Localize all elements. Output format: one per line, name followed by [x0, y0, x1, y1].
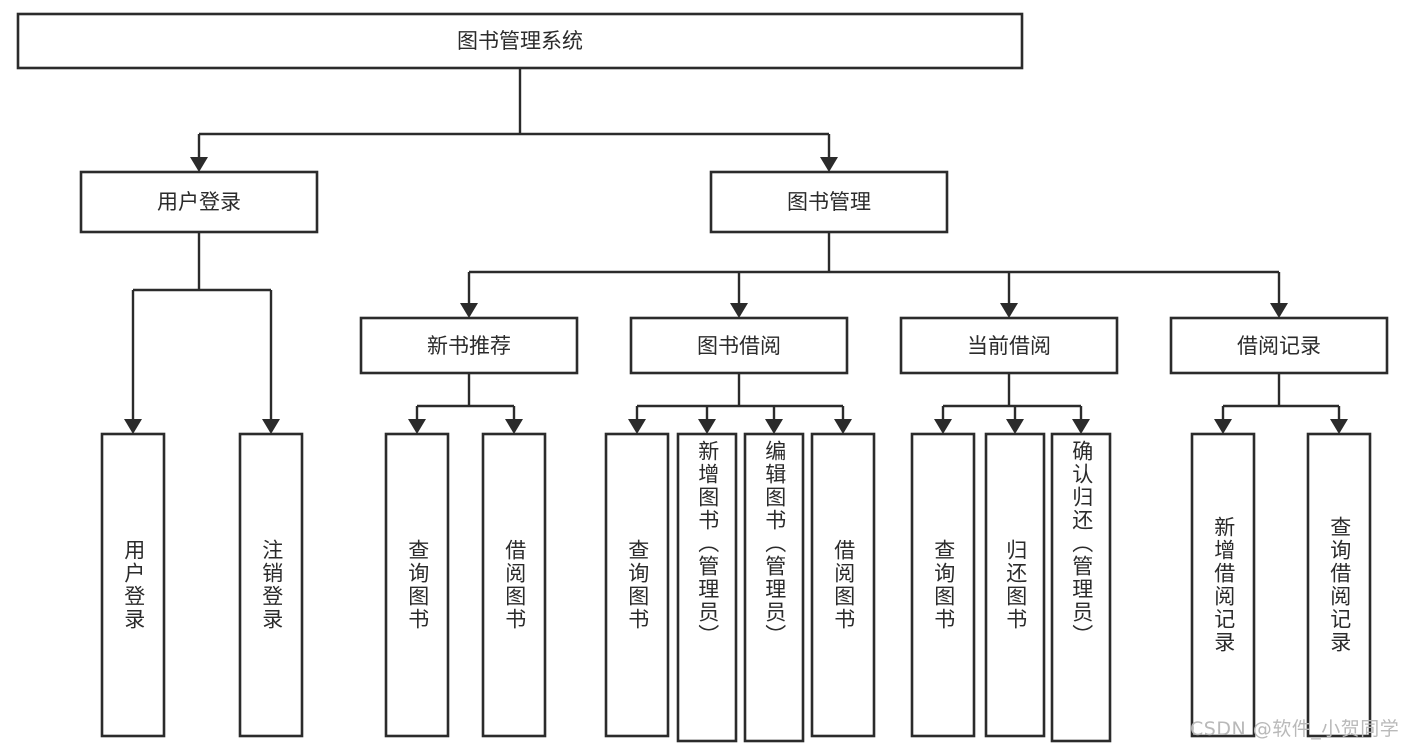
node-new-book-recommend[interactable]: 新书推荐: [359, 316, 579, 375]
arrow-head-borrow-record: [1270, 303, 1288, 318]
node-leaf-query-record-box[interactable]: [1306, 432, 1372, 738]
node-user-login-box[interactable]: [79, 170, 319, 234]
node-leaf-return-book-box[interactable]: [984, 432, 1046, 738]
node-leaf-borrow-book-2-box[interactable]: [810, 432, 876, 738]
node-leaf-logout-box[interactable]: [238, 432, 304, 738]
connector-current-borrow-trunk: [941, 373, 1083, 420]
node-borrow-record-label: 借阅记录: [1237, 334, 1321, 358]
node-book-manage[interactable]: 图书管理: [709, 170, 949, 234]
arrow-head-leaf-add-record: [1214, 419, 1232, 434]
arrow-head-leaf-edit-book: [765, 419, 783, 434]
node-new-book-recommend-label: 新书推荐: [427, 334, 511, 358]
node-leaf-query-book-2-box[interactable]: [604, 432, 670, 738]
node-leaf-add-record-box[interactable]: [1190, 432, 1256, 738]
connector-new-book-recommend-trunk: [415, 373, 516, 420]
connector-user-login-trunk: [131, 232, 273, 420]
node-book-borrow-label: 图书借阅: [697, 334, 781, 358]
connector-book-borrow-trunk: [635, 373, 845, 420]
connector-root-trunk: [197, 68, 831, 158]
node-leaf-query-book-3-box[interactable]: [910, 432, 976, 738]
arrow-head-book-borrow: [730, 303, 748, 318]
arrow-head-new-book-recommend: [460, 303, 478, 318]
arrow-head-leaf-borrow-book-2: [834, 419, 852, 434]
node-root[interactable]: 图书管理系统: [16, 12, 1024, 70]
node-leaf-confirm-return-box[interactable]: [1050, 432, 1112, 743]
node-leaf-borrow-book-1-box[interactable]: [481, 432, 547, 738]
node-leaf-user-login-box[interactable]: [100, 432, 166, 738]
node-current-borrow-box[interactable]: [899, 316, 1119, 375]
csdn-watermark: CSDN @软件_小贺同学: [1190, 718, 1400, 740]
arrow-head-leaf-logout: [262, 419, 280, 434]
arrow-head-user-login: [190, 157, 208, 172]
node-root-box[interactable]: [16, 12, 1024, 70]
arrow-head-current-borrow: [1000, 303, 1018, 318]
arrow-head-leaf-return-book: [1006, 419, 1024, 434]
arrow-head-leaf-user-login: [124, 419, 142, 434]
node-book-manage-box[interactable]: [709, 170, 949, 234]
arrow-head-leaf-query-book-2: [628, 419, 646, 434]
node-user-login[interactable]: 用户登录: [79, 170, 319, 234]
node-leaf-add-book-box[interactable]: [676, 432, 738, 743]
arrow-head-leaf-borrow-book-1: [505, 419, 523, 434]
node-new-book-recommend-box[interactable]: [359, 316, 579, 375]
node-book-borrow-box[interactable]: [629, 316, 849, 375]
node-leaf-query-book-1-box[interactable]: [384, 432, 450, 738]
node-book-borrow[interactable]: 图书借阅: [629, 316, 849, 375]
node-book-manage-label: 图书管理: [787, 190, 871, 214]
arrow-head-leaf-add-book: [698, 419, 716, 434]
node-root-label: 图书管理系统: [457, 29, 583, 53]
node-current-borrow[interactable]: 当前借阅: [899, 316, 1119, 375]
arrow-head-book-manage: [820, 157, 838, 172]
arrow-head-leaf-query-book-3: [934, 419, 952, 434]
connector-group: [124, 68, 1348, 434]
node-borrow-record[interactable]: 借阅记录: [1169, 316, 1389, 375]
node-borrow-record-box[interactable]: [1169, 316, 1389, 375]
arrow-head-leaf-query-book-1: [408, 419, 426, 434]
node-user-login-label: 用户登录: [157, 190, 241, 214]
arrow-head-leaf-confirm-return: [1072, 419, 1090, 434]
leaf-box-group: [100, 432, 1372, 743]
connector-borrow-record-trunk: [1221, 373, 1341, 420]
node-current-borrow-label: 当前借阅: [967, 334, 1051, 358]
connector-book-manage-trunk: [467, 232, 1281, 304]
arrow-head-leaf-query-record: [1330, 419, 1348, 434]
node-leaf-edit-book-box[interactable]: [743, 432, 805, 743]
